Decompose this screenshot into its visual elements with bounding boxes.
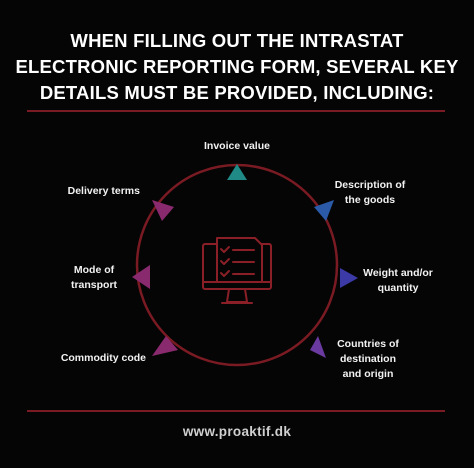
item-countries: Countries of destination and origin	[337, 338, 399, 380]
item-delivery-terms: Delivery terms	[67, 185, 140, 197]
arrow-description-icon	[314, 200, 334, 221]
page-title: WHEN FILLING OUT THE INTRASTAT ELECTRONI…	[0, 28, 474, 106]
arrow-mode-icon	[132, 265, 150, 289]
item-description-of-goods: Description of the goods	[334, 179, 406, 206]
title-line-2: ELECTRONIC REPORTING FORM, SEVERAL KEY	[15, 56, 459, 77]
title-line-3: DETAILS MUST BE PROVIDED, INCLUDING:	[39, 82, 435, 103]
title-line-1: WHEN FILLING OUT THE INTRASTAT	[70, 30, 404, 51]
arrow-weight-icon	[340, 268, 358, 288]
top-divider	[27, 110, 445, 112]
arrow-delivery-icon	[152, 200, 174, 221]
arrow-commodity-icon	[152, 336, 178, 356]
item-invoice-value: Invoice value	[204, 140, 270, 152]
computer-checklist-icon	[202, 237, 272, 304]
bottom-divider	[27, 410, 445, 412]
footer-url[interactable]: www.proaktif.dk	[182, 424, 292, 439]
item-weight-quantity: Weight and/or quantity	[363, 267, 433, 294]
item-mode-of-transport: Mode of transport	[70, 264, 118, 291]
item-commodity-code: Commodity code	[60, 352, 146, 364]
arrow-invoice-icon	[227, 164, 247, 180]
arrow-countries-icon	[310, 336, 326, 358]
